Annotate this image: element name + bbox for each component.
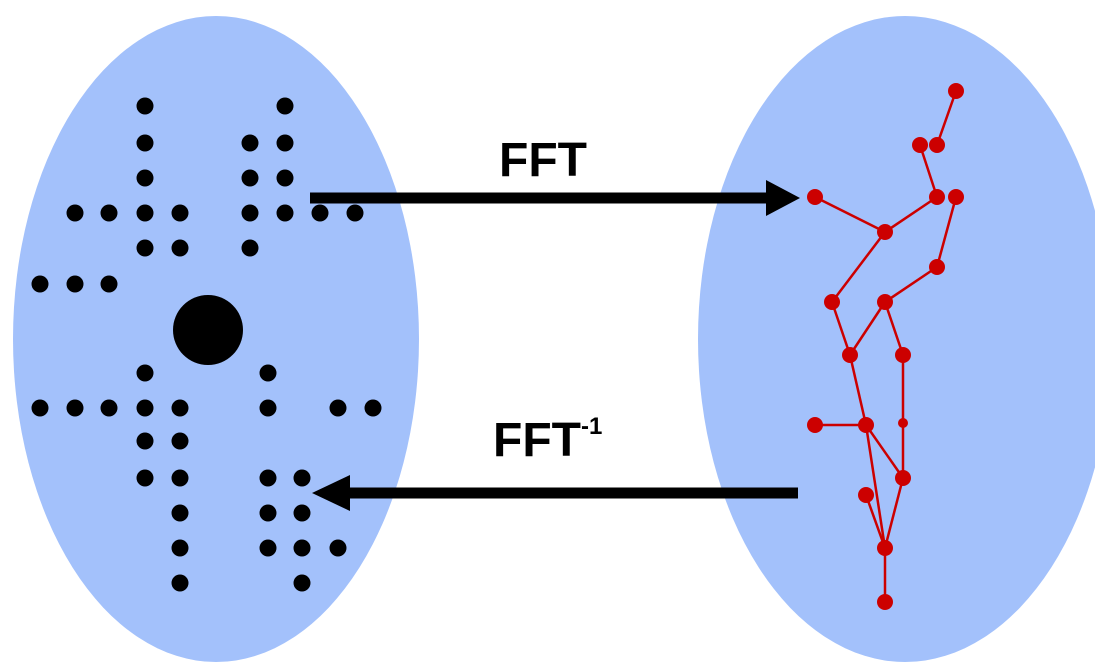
pattern-dot [136,432,154,450]
pattern-dot [100,204,118,222]
pattern-dot [241,169,259,187]
pattern-dot [66,204,84,222]
path-point [948,189,964,205]
pattern-dot [346,204,364,222]
path-segment [918,144,939,198]
inverse-fft-exponent: -1 [580,413,603,440]
pattern-dot [276,97,294,115]
pattern-dot [171,539,189,557]
path-point [877,594,893,610]
inverse-arrow [312,475,798,511]
pattern-dot [66,275,84,293]
pattern-dot [293,504,311,522]
path-segment [864,424,887,549]
pattern-dot [66,399,84,417]
path-point [807,417,823,433]
pattern-dot [364,399,382,417]
path-segment [884,265,938,304]
path-segment [935,90,958,146]
red-point-path [807,83,964,610]
pattern-dot [276,134,294,152]
path-segment [884,195,938,234]
pattern-dot [171,504,189,522]
path-point [877,224,893,240]
path-segment [935,196,958,268]
path-point [842,347,858,363]
path-point [858,417,874,433]
pattern-dot [136,364,154,382]
pattern-dot [171,239,189,257]
pattern-dot [136,239,154,257]
pattern-dot [136,204,154,222]
center-large-dot [173,295,243,365]
pattern-dot [100,399,118,417]
pattern-dot [276,204,294,222]
path-point [858,487,874,503]
path-segment [883,477,905,549]
pattern-dot [293,574,311,592]
pattern-dot [171,574,189,592]
path-segment [830,301,852,356]
pattern-dot [136,169,154,187]
pattern-dot [136,469,154,487]
pattern-dot [241,134,259,152]
path-segment [848,301,887,356]
fft-label: FFT [499,134,587,187]
pattern-dot [171,399,189,417]
pattern-dot [293,469,311,487]
path-point [948,83,964,99]
path-point [895,347,911,363]
inverse-fft-base: FFT [493,414,581,467]
path-segment [831,231,886,303]
path-segment [864,424,905,479]
pattern-dot [171,469,189,487]
path-segment [814,195,886,234]
pattern-dot [293,539,311,557]
path-segment [864,494,887,549]
pattern-dot [329,399,347,417]
path-point [929,259,945,275]
pattern-dot [31,275,49,293]
pattern-dot [171,432,189,450]
pattern-dot [241,204,259,222]
path-segment [883,301,905,356]
forward-arrow [310,180,800,216]
path-point [895,470,911,486]
pattern-dot [311,204,329,222]
pattern-dot [259,364,277,382]
pattern-dot [276,169,294,187]
pattern-dot [241,239,259,257]
path-segment [848,354,868,426]
path-point [824,294,840,310]
pattern-dot [171,204,189,222]
pattern-dot [259,469,277,487]
pattern-dot [136,97,154,115]
path-point [929,189,945,205]
path-point [898,418,908,428]
pattern-dot [136,399,154,417]
path-point [807,189,823,205]
path-point [877,294,893,310]
path-point [929,137,945,153]
inverse-fft-label: FFT-1 [493,414,602,467]
pattern-dot [329,539,347,557]
pattern-dot [100,275,118,293]
pattern-dot [259,539,277,557]
dot-pattern [31,97,382,592]
path-point [877,540,893,556]
pattern-dot [136,134,154,152]
pattern-dot [259,504,277,522]
path-point [912,137,928,153]
pattern-dot [259,399,277,417]
pattern-dot [31,399,49,417]
